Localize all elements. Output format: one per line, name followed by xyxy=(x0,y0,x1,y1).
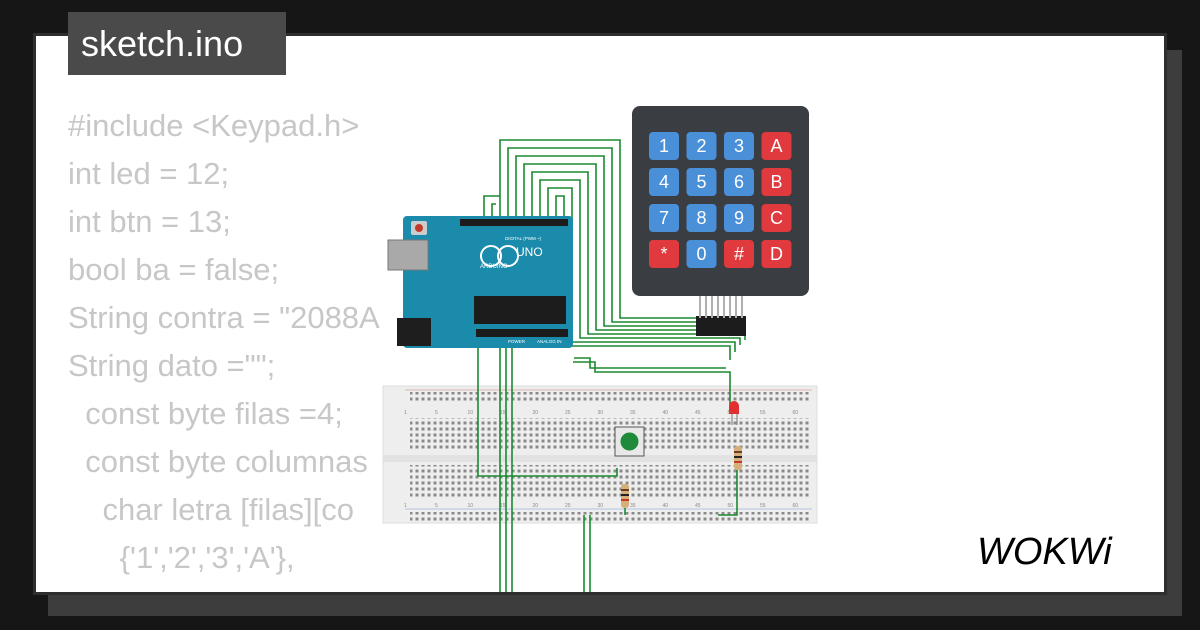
keypad-key-D[interactable]: D xyxy=(761,240,792,268)
code-line: String dato =""; xyxy=(68,348,276,383)
breadboard-column-number: 45 xyxy=(695,410,701,416)
push-button[interactable] xyxy=(614,426,645,457)
red-led[interactable] xyxy=(729,401,739,425)
breadboard[interactable]: 1155101015152020252530303535404045455050… xyxy=(382,385,818,524)
code-line: #include <Keypad.h> xyxy=(68,108,360,143)
keypad-key-label: 2 xyxy=(696,136,706,156)
keypad-key-label: 8 xyxy=(696,208,706,228)
power-label: POWER xyxy=(508,339,526,344)
logo-text: WOKWi xyxy=(977,531,1113,573)
keypad-key-B[interactable]: B xyxy=(761,168,792,196)
code-preview: #include <Keypad.h> int led = 12; int btn … xyxy=(68,102,380,592)
keypad-key-label: 1 xyxy=(659,136,669,156)
keypad-key-label: D xyxy=(770,244,783,264)
keypad-key-label: # xyxy=(734,244,744,264)
keypad-key-0[interactable]: 0 xyxy=(686,240,717,268)
file-tab[interactable]: sketch.ino xyxy=(68,12,286,75)
keypad-key-label: 9 xyxy=(734,208,744,228)
breadboard-column-number: 5 xyxy=(435,410,438,416)
keypad-key-label: B xyxy=(770,172,782,192)
breadboard-column-number: 30 xyxy=(598,410,604,416)
resistor xyxy=(621,484,629,508)
keypad-key-label: 6 xyxy=(734,172,744,192)
keypad-key-1[interactable]: 1 xyxy=(649,132,679,160)
breadboard-column-number: 25 xyxy=(565,503,571,509)
code-line: const byte filas =4; xyxy=(68,396,343,431)
keypad-key-label: * xyxy=(660,244,667,264)
keypad-key-label: 0 xyxy=(696,244,706,264)
membrane-keypad[interactable]: 1 2 3 A 4 5 6 B 7 8 9 C * 0 # D xyxy=(632,106,809,336)
breadboard-column-number: 45 xyxy=(695,503,701,509)
breadboard-column-number: 55 xyxy=(760,503,766,509)
analog-label: ANALOG IN xyxy=(537,339,562,344)
breadboard-column-number: 60 xyxy=(793,410,799,416)
breadboard-column-number: 10 xyxy=(468,503,474,509)
breadboard-column-number: 15 xyxy=(500,410,506,416)
breadboard-column-number: 10 xyxy=(468,410,474,416)
code-line: bool ba = false; xyxy=(68,252,280,287)
keypad-key-A[interactable]: A xyxy=(761,132,792,160)
breadboard-column-number: 15 xyxy=(500,503,506,509)
keypad-key-label: 5 xyxy=(696,172,706,192)
code-line: int btn = 13; xyxy=(68,204,231,239)
keypad-key-C[interactable]: C xyxy=(761,204,792,232)
code-line: {'4','5','6','B'}, xyxy=(68,582,380,592)
breadboard-column-number: 5 xyxy=(435,503,438,509)
arduino-uno-board[interactable]: UNO ARDUINO DIGITAL (PWM ~) POWER ANALOG… xyxy=(387,216,573,348)
breadboard-column-number: 20 xyxy=(533,410,539,416)
wokwi-logo: WOKWi xyxy=(975,525,1150,580)
breadboard-column-number: 60 xyxy=(793,503,799,509)
keypad-key-4[interactable]: 4 xyxy=(649,168,679,196)
breadboard-column-number: 1 xyxy=(404,410,407,416)
board-label: UNO xyxy=(516,245,543,259)
breadboard-column-number: 40 xyxy=(663,503,669,509)
preview-card: #include <Keypad.h> int led = 12; int btn … xyxy=(33,33,1167,595)
breadboard-column-number: 55 xyxy=(760,410,766,416)
keypad-key-label: C xyxy=(770,208,783,228)
breadboard-column-number: 25 xyxy=(565,410,571,416)
keypad-key-5[interactable]: 5 xyxy=(686,168,717,196)
breadboard-column-number: 20 xyxy=(533,503,539,509)
brand-label: ARDUINO xyxy=(480,264,508,270)
breadboard-column-number: 1 xyxy=(404,503,407,509)
keypad-key-6[interactable]: 6 xyxy=(724,168,754,196)
keypad-key-#[interactable]: # xyxy=(724,240,754,268)
breadboard-column-number: 35 xyxy=(630,503,636,509)
digital-label: DIGITAL (PWM ~) xyxy=(505,236,542,241)
keypad-key-label: 7 xyxy=(659,208,669,228)
keypad-key-label: 4 xyxy=(659,172,669,192)
keypad-key-label: 3 xyxy=(734,136,744,156)
breadboard-column-number: 30 xyxy=(598,503,604,509)
breadboard-column-number: 40 xyxy=(663,410,669,416)
keypad-key-7[interactable]: 7 xyxy=(649,204,679,232)
keypad-key-8[interactable]: 8 xyxy=(686,204,717,232)
keypad-key-9[interactable]: 9 xyxy=(724,204,754,232)
breadboard-column-number: 35 xyxy=(630,410,636,416)
code-line: int led = 12; xyxy=(68,156,230,191)
keypad-key-3[interactable]: 3 xyxy=(724,132,754,160)
resistor xyxy=(734,446,742,470)
breadboard-column-number: 50 xyxy=(728,503,734,509)
code-line: String contra = "2088A xyxy=(68,300,380,335)
code-line: const byte columnas xyxy=(68,444,368,479)
keypad-key-label: A xyxy=(770,136,782,156)
code-line: {'1','2','3','A'}, xyxy=(68,540,295,575)
keypad-key-2[interactable]: 2 xyxy=(686,132,717,160)
keypad-key-*[interactable]: * xyxy=(649,240,679,268)
code-line: char letra [filas][co xyxy=(68,492,354,527)
